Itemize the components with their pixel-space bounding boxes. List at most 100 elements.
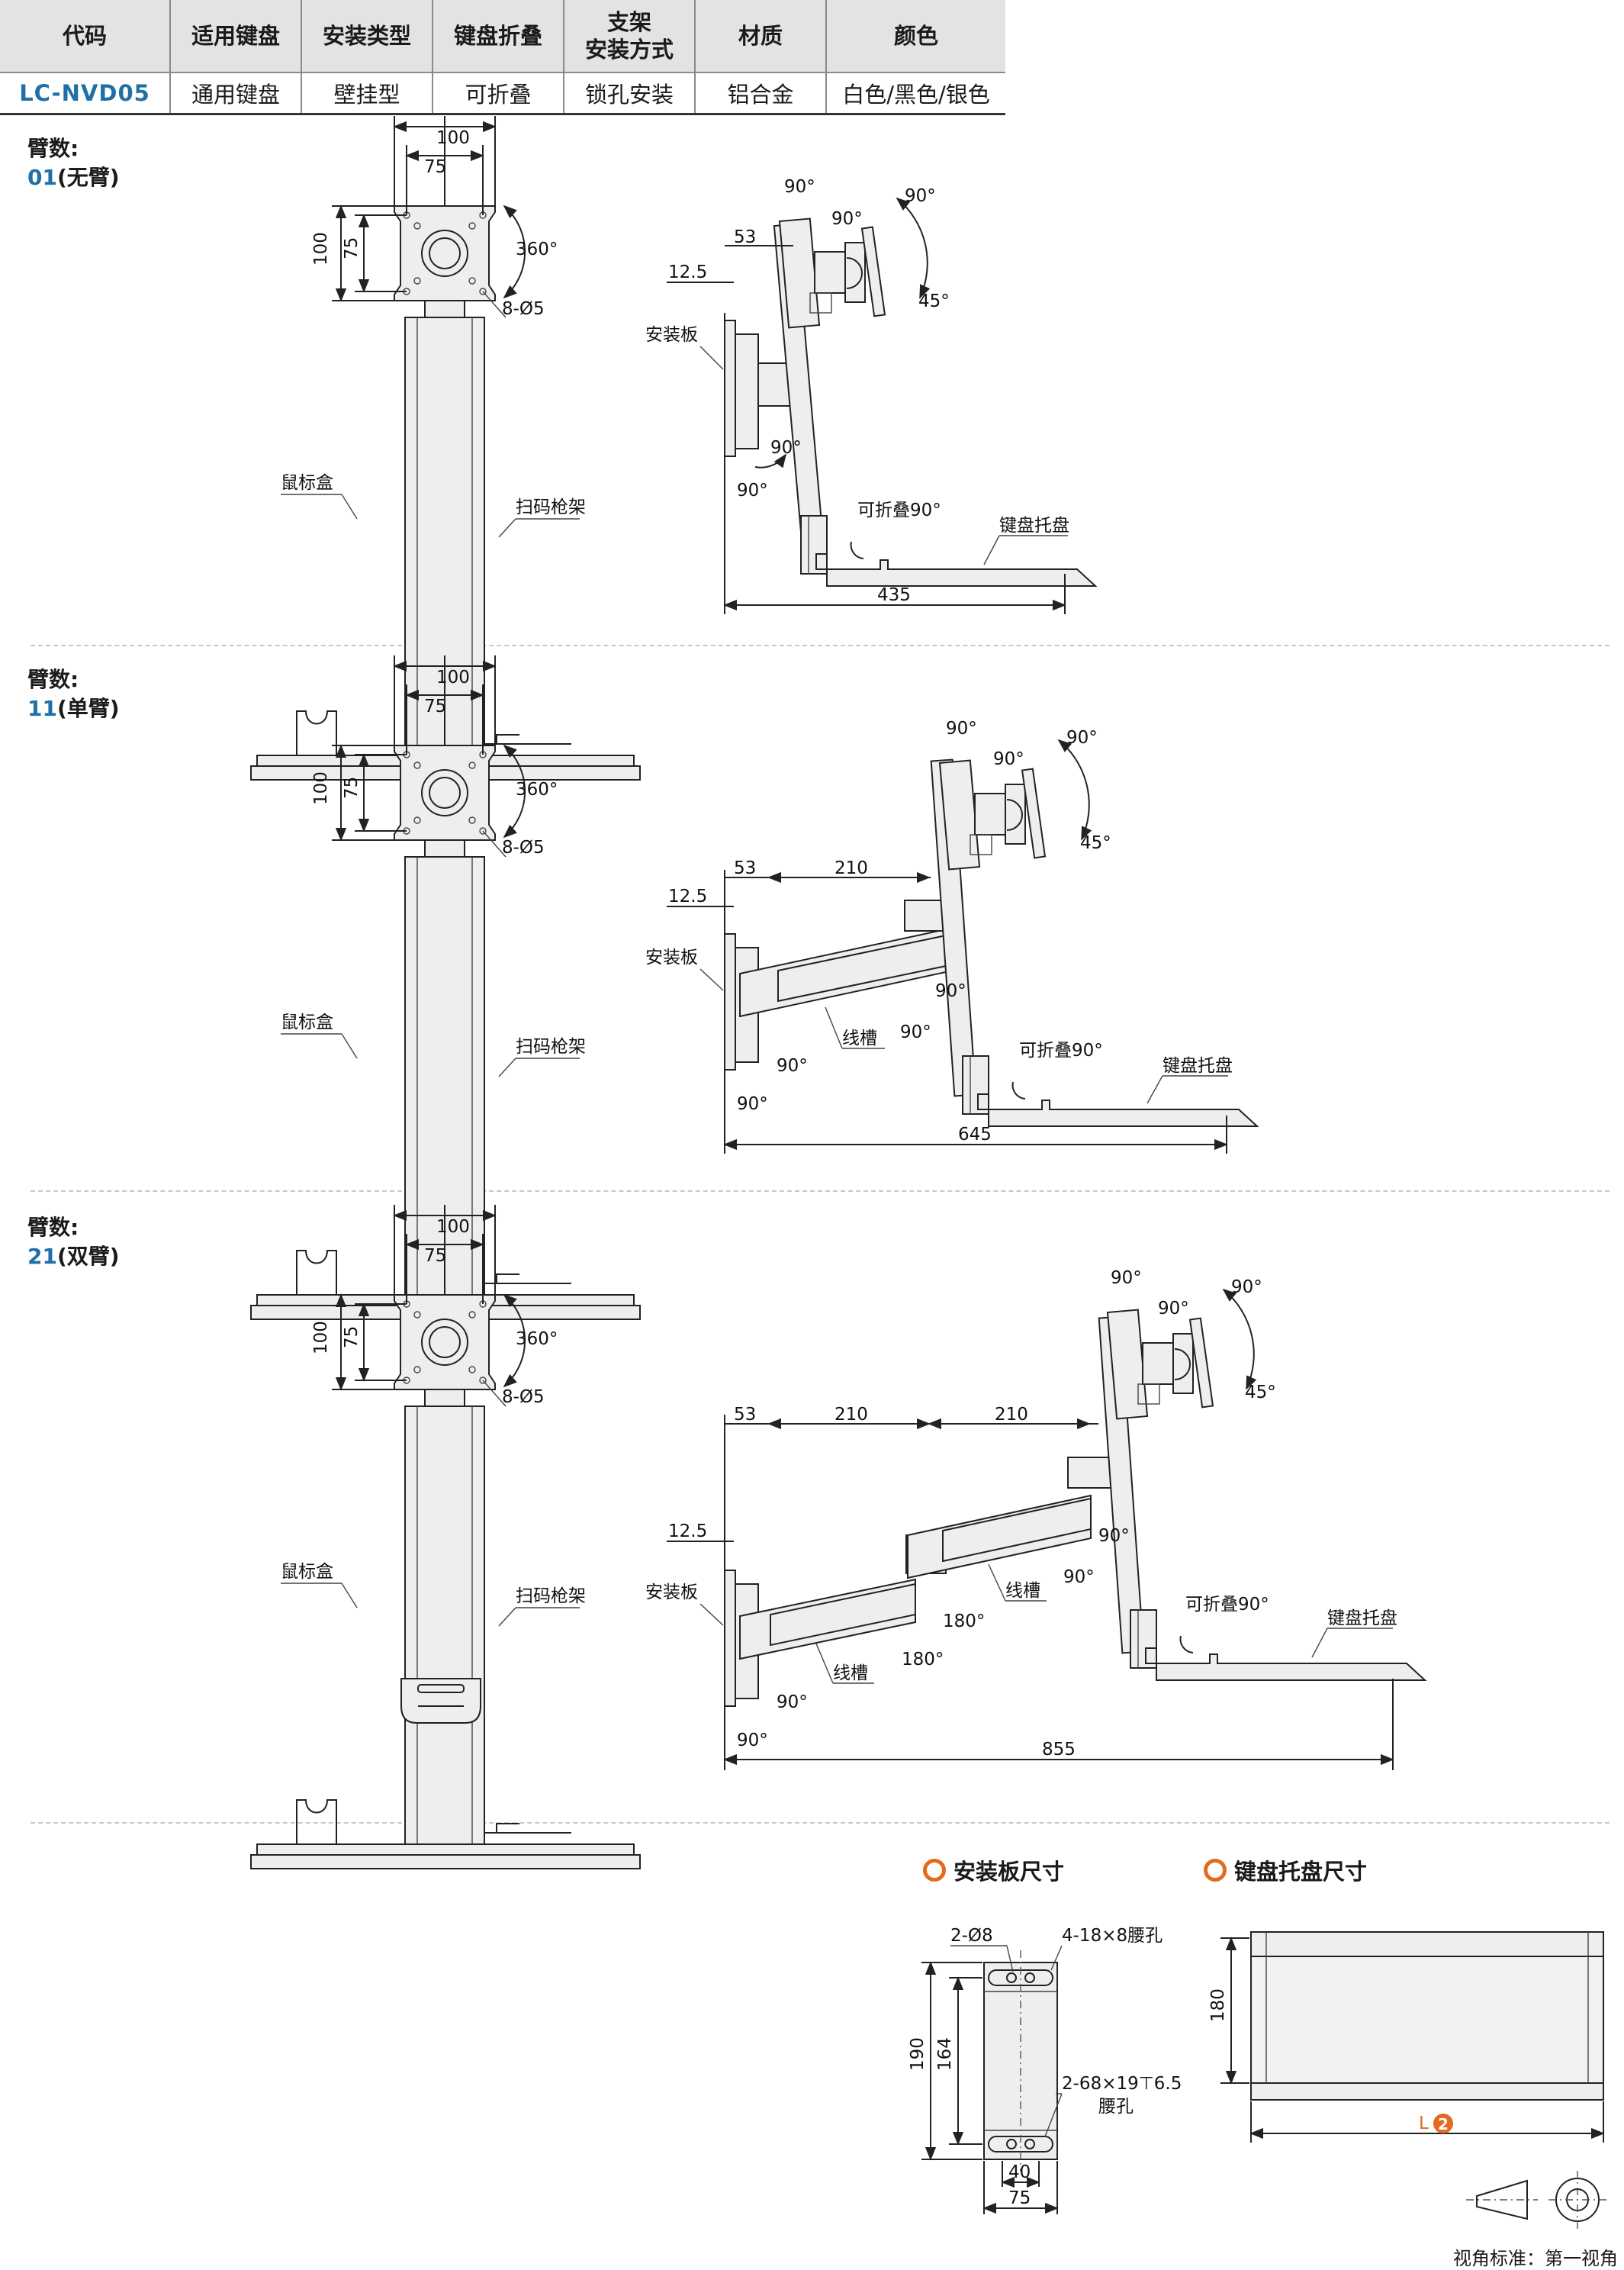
dim-210-a: 210 bbox=[835, 1405, 868, 1425]
cell-code: LC-NVD05 bbox=[0, 72, 171, 115]
label-cable-slot: 线槽 bbox=[842, 1029, 877, 1048]
dim-360: 360° bbox=[516, 1329, 558, 1349]
angle-180-b: 180° bbox=[902, 1650, 944, 1669]
angle-45: 45° bbox=[918, 291, 950, 311]
dim-2-slots: 2-68×19⊤6.5 bbox=[1062, 2074, 1182, 2094]
label-scanner: 扫码枪架 bbox=[516, 1037, 586, 1057]
dim-100-v: 100 bbox=[311, 232, 331, 266]
dim-12-5: 12.5 bbox=[668, 887, 707, 906]
separator-2 bbox=[31, 1190, 1610, 1192]
dim-210-b: 210 bbox=[995, 1405, 1028, 1425]
label-keyboard-tray: 键盘托盘 bbox=[999, 516, 1069, 536]
dim-75-v: 75 bbox=[342, 237, 362, 259]
angle-90-g: 90° bbox=[900, 1022, 931, 1042]
th-install-type: 安装类型 bbox=[301, 0, 433, 72]
angle-90-f: 90° bbox=[1098, 1526, 1130, 1546]
th-code: 代码 bbox=[0, 0, 171, 72]
view-standard-note: 视角标准：第一视角 bbox=[1453, 2248, 1618, 2269]
th-material: 材质 bbox=[695, 0, 827, 72]
label-mount-plate: 安装板 bbox=[645, 325, 698, 345]
dim-75: 75 bbox=[1008, 2188, 1031, 2208]
angle-90-c: 90° bbox=[1231, 1277, 1262, 1297]
tray-drawing: 180 L 2 bbox=[1208, 1931, 1605, 2143]
cell-mount-method: 锁孔安装 bbox=[564, 72, 696, 115]
angle-90-c: 90° bbox=[905, 186, 936, 206]
angle-90-b: 90° bbox=[993, 749, 1024, 769]
dim-53: 53 bbox=[734, 858, 756, 878]
angle-180-a: 180° bbox=[943, 1612, 985, 1631]
th-color: 颜色 bbox=[826, 0, 1005, 72]
cell-color: 白色/黑色/银色 bbox=[826, 72, 1005, 115]
dim-100-v: 100 bbox=[311, 771, 331, 805]
th-keyboard: 适用键盘 bbox=[170, 0, 302, 72]
dim-435: 435 bbox=[877, 585, 911, 605]
spec-data-row: LC-NVD05 通用键盘 壁挂型 可折叠 锁孔安装 铝合金 白色/黑色/银色 bbox=[0, 72, 1005, 115]
projection-symbol bbox=[1466, 2171, 1606, 2229]
angle-90-f: 90° bbox=[935, 981, 966, 1001]
dim-180: 180 bbox=[1208, 1988, 1228, 2022]
dim-75: 75 bbox=[424, 697, 446, 716]
dim-53: 53 bbox=[734, 227, 756, 247]
front-view-11: 100 75 100 75 360° 8-Ø5 鼠标盒 扫码枪架 bbox=[251, 655, 640, 1319]
spec-table: 代码 适用键盘 安装类型 键盘折叠 支架安装方式 材质 颜色 LC-NVD05 … bbox=[0, 0, 1005, 115]
label-scanner: 扫码枪架 bbox=[516, 497, 586, 517]
label-foldable: 可折叠90° bbox=[1019, 1041, 1103, 1061]
th-mount-method: 支架安装方式 bbox=[564, 0, 696, 72]
label-keyboard-tray: 键盘托盘 bbox=[1163, 1056, 1233, 1076]
side-view-21: 855 53 210 210 12.5 安装板 90° 90° 90° 45° … bbox=[645, 1268, 1426, 1770]
label-cable-slot-b: 线槽 bbox=[833, 1663, 868, 1683]
cell-install-type: 壁挂型 bbox=[301, 72, 433, 115]
plate-section-title: 安装板尺寸 bbox=[923, 1854, 1064, 1886]
angle-90-c: 90° bbox=[1066, 728, 1098, 748]
dim-360: 360° bbox=[516, 780, 558, 800]
dim-holes: 8-Ø5 bbox=[502, 299, 545, 319]
dim-100-v: 100 bbox=[311, 1321, 331, 1354]
dim-75-v: 75 bbox=[342, 777, 362, 799]
cell-fold: 可折叠 bbox=[433, 72, 564, 115]
label-foldable: 可折叠90° bbox=[857, 501, 941, 520]
angle-45: 45° bbox=[1080, 833, 1111, 853]
angle-90-g: 90° bbox=[1063, 1567, 1095, 1587]
th-fold: 键盘折叠 bbox=[433, 0, 564, 72]
label-mouse-box: 鼠标盒 bbox=[281, 1013, 333, 1032]
dim-100: 100 bbox=[436, 128, 470, 148]
label-mount-plate: 安装板 bbox=[645, 1583, 698, 1602]
option-label-11: 臂数:11(单臂) bbox=[27, 667, 120, 721]
dim-4-slots: 4-18×8腰孔 bbox=[1062, 1926, 1163, 1946]
label-scanner: 扫码枪架 bbox=[516, 1586, 586, 1606]
angle-90-a: 90° bbox=[784, 177, 815, 197]
angle-90-a: 90° bbox=[946, 719, 977, 739]
option-label-01: 臂数:01(无臂) bbox=[27, 136, 120, 190]
dim-l: L bbox=[1419, 2114, 1429, 2133]
dim-l-mark: 2 bbox=[1438, 2115, 1449, 2133]
cell-keyboard: 通用键盘 bbox=[170, 72, 302, 115]
spec-header-row: 代码 适用键盘 安装类型 键盘折叠 支架安装方式 材质 颜色 bbox=[0, 0, 1005, 72]
dim-53: 53 bbox=[734, 1405, 756, 1425]
label-keyboard-tray: 键盘托盘 bbox=[1327, 1608, 1397, 1628]
dim-holes: 8-Ø5 bbox=[502, 1387, 545, 1407]
front-view-21: 100 75 100 75 360° 8-Ø5 鼠标盒 扫码枪架 bbox=[251, 1205, 640, 1869]
dim-75: 75 bbox=[424, 1246, 446, 1266]
angle-90-d: 90° bbox=[777, 1692, 808, 1712]
dim-855: 855 bbox=[1042, 1740, 1076, 1760]
separator-1 bbox=[31, 645, 1610, 646]
plate-drawing: 190 164 40 75 2-Ø8 4-18×8腰孔 2-68×19⊤6.5 … bbox=[908, 1926, 1182, 2214]
separator-3 bbox=[31, 1822, 1610, 1824]
dim-645: 645 bbox=[958, 1125, 992, 1145]
side-view-01: 435 53 12.5 安装板 90° 90° 90° 45° 90° 90° … bbox=[645, 177, 1096, 614]
dim-12-5: 12.5 bbox=[668, 1521, 707, 1541]
cell-material: 铝合金 bbox=[695, 72, 827, 115]
label-mouse-box: 鼠标盒 bbox=[281, 473, 333, 493]
dim-100: 100 bbox=[436, 1217, 470, 1237]
angle-90-e: 90° bbox=[737, 1094, 768, 1114]
label-mount-plate: 安装板 bbox=[645, 948, 698, 968]
angle-90-a: 90° bbox=[1111, 1268, 1142, 1288]
dim-100: 100 bbox=[436, 668, 470, 687]
dim-holes: 8-Ø5 bbox=[502, 838, 545, 858]
dim-2-slots-b: 腰孔 bbox=[1098, 2097, 1134, 2117]
dim-2-d8: 2-Ø8 bbox=[950, 1926, 993, 1946]
bullet-icon bbox=[1204, 1859, 1227, 1882]
angle-90-b: 90° bbox=[1158, 1299, 1189, 1319]
angle-90-e: 90° bbox=[737, 481, 768, 501]
